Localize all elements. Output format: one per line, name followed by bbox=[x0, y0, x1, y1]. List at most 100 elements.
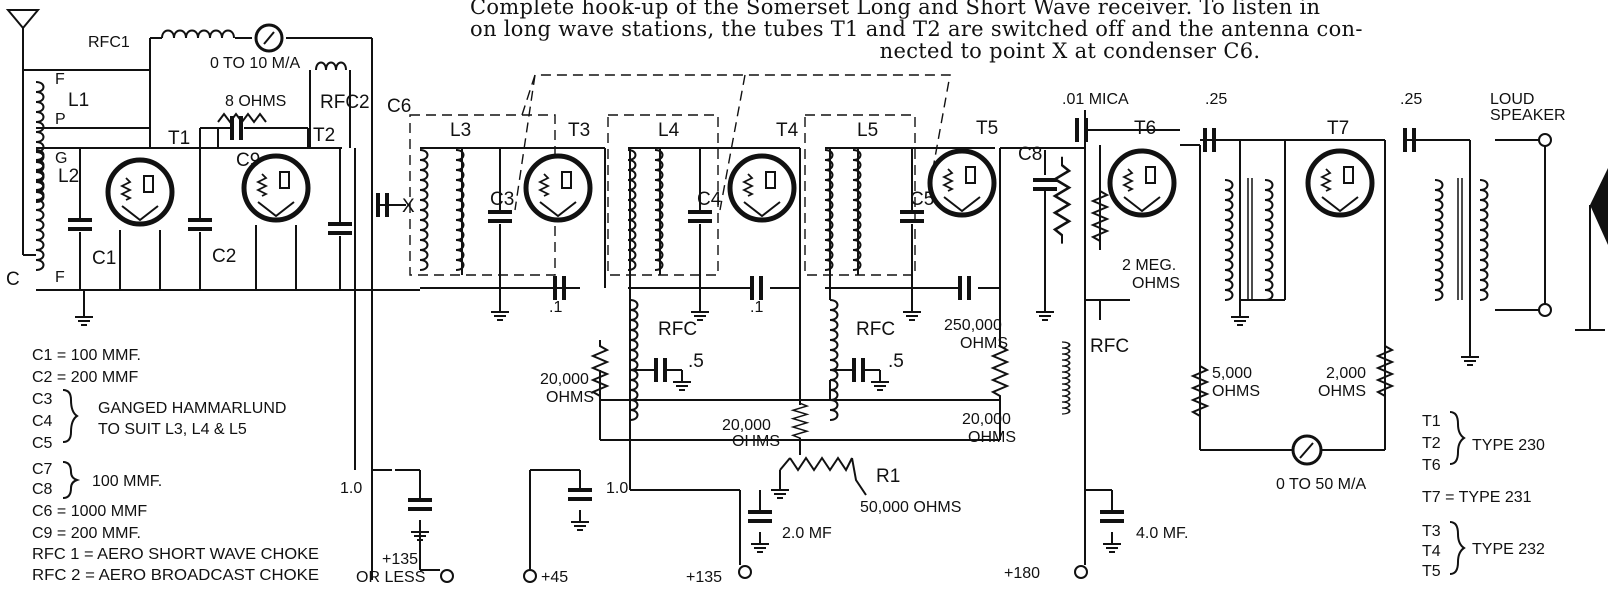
r250k-label-1: 250,000 bbox=[944, 317, 1002, 334]
tube-type-legend: T1 T2 T6 TYPE 230 T7 = TYPE 231 T3 T4 T5… bbox=[1422, 411, 1545, 580]
tube-t3-icon bbox=[526, 156, 590, 220]
legend-c2: C2 = 200 MMF bbox=[32, 369, 138, 386]
p-label: P bbox=[55, 111, 66, 128]
ground-icon bbox=[672, 369, 692, 391]
meter2-label: 0 TO 50 M/A bbox=[1276, 476, 1366, 493]
r1-potentiometer bbox=[630, 440, 867, 565]
ground-icon bbox=[1230, 304, 1250, 326]
bypass-cap-t4 bbox=[750, 274, 763, 302]
bypass-cap-t5 bbox=[958, 274, 971, 302]
r250k-label-2: OHMS bbox=[960, 335, 1008, 352]
terminal-135-or-less[interactable] bbox=[440, 569, 454, 583]
cap-2-0 bbox=[746, 510, 774, 523]
legend-c7: C7 bbox=[32, 461, 53, 478]
b135-label: +135 bbox=[686, 569, 722, 586]
r1-label: R1 bbox=[876, 466, 900, 487]
meg2-label-1: 2 MEG. bbox=[1122, 257, 1176, 274]
cap-05-b bbox=[852, 356, 865, 384]
component-labels: RFC1 0 TO 10 M/A L1 F P G L2 F C C1 C2 T… bbox=[6, 34, 1566, 586]
l2-coil bbox=[35, 149, 45, 271]
meter1-label: 0 TO 10 M/A bbox=[210, 55, 300, 72]
rfc2-label: RFC2 bbox=[320, 92, 370, 113]
legend-brace-icon bbox=[62, 389, 79, 443]
l5-primary-coil bbox=[824, 149, 834, 271]
legend-c3: C3 bbox=[32, 391, 53, 408]
transformer-core-2 bbox=[1457, 178, 1463, 300]
c4-label: C4 bbox=[697, 189, 722, 210]
rfc-choke-b bbox=[829, 299, 839, 421]
r2k-label-2: OHMS bbox=[1318, 383, 1366, 400]
cap-1-0-a bbox=[406, 498, 434, 511]
tube-type-t4: T4 bbox=[1422, 543, 1441, 560]
b135less-label-2: OR LESS bbox=[356, 569, 425, 586]
cap10-label: 1.0 bbox=[340, 480, 362, 497]
ground-icon bbox=[74, 304, 94, 326]
r20k-c-label-2: OHMS bbox=[968, 429, 1016, 446]
tube-brace-icon bbox=[1449, 521, 1466, 575]
terminal-45[interactable] bbox=[523, 569, 537, 583]
l4-secondary-coil bbox=[654, 149, 664, 271]
mf2-label: 2.0 MF bbox=[782, 525, 832, 542]
speaker-terminal-top[interactable] bbox=[1538, 133, 1552, 147]
rfc-c-label: RFC bbox=[1090, 336, 1129, 357]
legend-ganged-2: TO SUIT L3, L4 & L5 bbox=[98, 421, 247, 438]
tube-t5-icon bbox=[930, 151, 994, 215]
l2-label: L2 bbox=[58, 166, 79, 187]
c2-label: C2 bbox=[212, 246, 236, 267]
legend-c4: C4 bbox=[32, 413, 53, 430]
l5-label: L5 bbox=[857, 120, 878, 141]
c1-capacitor bbox=[66, 218, 94, 231]
mf4-label: 4.0 MF. bbox=[1136, 525, 1188, 542]
ground-icon bbox=[410, 519, 430, 541]
resistor-250k bbox=[1053, 155, 1071, 245]
rfc-choke-a bbox=[629, 299, 639, 421]
mica-label: .01 MICA bbox=[1062, 91, 1129, 108]
grid-capacitor bbox=[326, 222, 354, 235]
b135less-label-1: +135 bbox=[382, 551, 418, 568]
b45-label: +45 bbox=[541, 569, 568, 586]
c4-capacitor bbox=[686, 210, 714, 223]
c6-label: C6 bbox=[387, 96, 411, 117]
caption-line-2: on long wave stations, the tubes T1 and … bbox=[470, 17, 1363, 41]
r20k-c-label-1: 20,000 bbox=[962, 411, 1011, 428]
c3-capacitor bbox=[486, 210, 514, 223]
l3-label: L3 bbox=[450, 120, 471, 141]
legend-c8: C8 bbox=[32, 481, 53, 498]
r5k-label-2: OHMS bbox=[1212, 383, 1260, 400]
cap-05-a bbox=[654, 356, 667, 384]
l4-label: L4 bbox=[658, 120, 680, 141]
tube-type-t2: T2 bbox=[1422, 435, 1441, 452]
legend-c9: C9 = 200 MMF. bbox=[32, 525, 141, 542]
tube-type-230: TYPE 230 bbox=[1472, 437, 1545, 454]
f-bottom-label: F bbox=[55, 269, 65, 286]
r20k-b-label-1: 20,000 bbox=[722, 417, 771, 434]
t7-label: T7 bbox=[1327, 118, 1349, 139]
l3-primary-coil bbox=[419, 149, 429, 271]
meter-50ma-icon bbox=[1291, 434, 1323, 466]
terminal-135[interactable] bbox=[738, 565, 752, 579]
ground-icon bbox=[690, 299, 710, 321]
battery-wiring bbox=[372, 460, 1113, 571]
r20k-b-label-2: OHMS bbox=[732, 433, 780, 450]
cap10b-label: 1.0 bbox=[606, 480, 628, 497]
loud-label-1: LOUD bbox=[1490, 91, 1534, 108]
f-top-label: F bbox=[55, 71, 65, 88]
r20k-a-label-1: 20,000 bbox=[540, 371, 589, 388]
caption-line-1: Complete hook-up of the Somerset Long an… bbox=[470, 0, 1321, 19]
pt1a-label: .1 bbox=[549, 299, 562, 316]
rfc1-label: RFC1 bbox=[88, 34, 130, 51]
l5-secondary-coil bbox=[852, 149, 862, 271]
cap025b-label: .25 bbox=[1400, 91, 1422, 108]
rfc2-choke bbox=[315, 61, 347, 71]
cap-1-0-b bbox=[566, 488, 594, 501]
l1-coil bbox=[35, 81, 45, 203]
transformer-core-1 bbox=[1247, 178, 1253, 300]
legend-rfc2: RFC 2 = AERO BROADCAST CHOKE bbox=[32, 567, 319, 584]
rfc-a-label: RFC bbox=[658, 319, 697, 340]
pt5a-label: .5 bbox=[688, 351, 704, 372]
terminal-180[interactable] bbox=[1074, 565, 1088, 579]
ground-icon bbox=[570, 509, 590, 531]
tube-t6-icon bbox=[1110, 151, 1174, 215]
speaker-terminal-bottom[interactable] bbox=[1538, 303, 1552, 317]
